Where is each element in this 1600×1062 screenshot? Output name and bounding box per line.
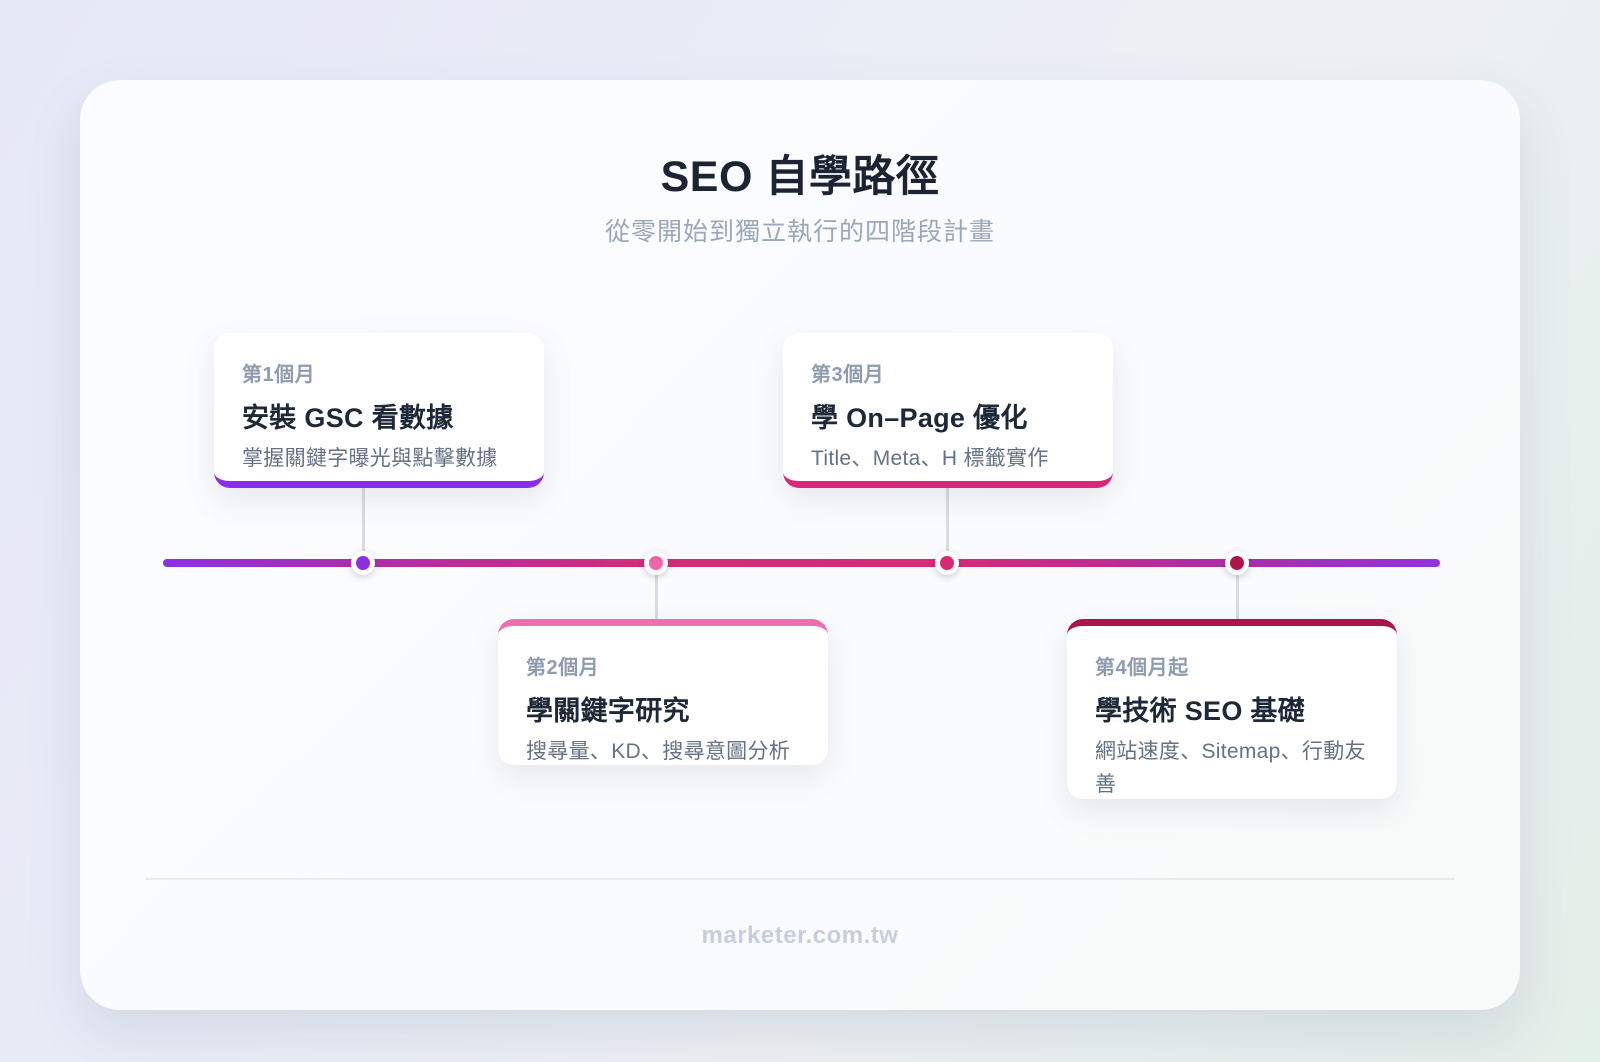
stage-card-4: 第4個月起 學技術 SEO 基礎 網站速度、Sitemap、行動友善 [1067,619,1397,799]
stage-3-period: 第3個月 [811,364,885,386]
stage-2-title: 學關鍵字研究 [526,696,690,726]
stage-3-description: Title、Meta、H 標籤實作 [811,447,1049,470]
timeline-dot-1-fill [356,556,370,570]
timeline-dot-3 [935,551,959,575]
timeline-dot-4-fill [1230,556,1244,570]
stage-4-title: 學技術 SEO 基礎 [1095,696,1306,726]
footer-divider [145,878,1455,880]
stage-card-2: 第2個月 學關鍵字研究 搜尋量、KD、搜尋意圖分析 [498,619,828,765]
stage-4-period: 第4個月起 [1095,657,1189,679]
connector-stage-3 [945,487,949,563]
stage-1-period: 第1個月 [242,364,316,386]
stage-card-3: 第3個月 學 On–Page 優化 Title、Meta、H 標籤實作 [783,333,1113,488]
page-title: SEO 自學路徑 [660,153,940,201]
stage-2-description: 搜尋量、KD、搜尋意圖分析 [526,740,791,763]
timeline-dot-3-fill [940,556,954,570]
timeline-dot-2-fill [649,556,663,570]
stage-4-description: 網站速度、Sitemap、行動友善 [1095,740,1366,796]
timeline-dot-2 [644,551,668,575]
page-subtitle: 從零開始到獨立執行的四階段計畫 [604,218,995,246]
connector-stage-1 [361,487,365,563]
stage-card-1: 第1個月 安裝 GSC 看數據 掌握關鍵字曝光與點擊數據 [214,333,544,488]
stage-3-title: 學 On–Page 優化 [811,403,1028,433]
infographic-panel: SEO 自學路徑 從零開始到獨立執行的四階段計畫 第1個月 安裝 GSC 看數據… [80,80,1520,1010]
timeline-dot-4 [1225,551,1249,575]
timeline-dot-1 [351,551,375,575]
connector-stage-2 [654,563,658,620]
stage-1-description: 掌握關鍵字曝光與點擊數據 [242,447,498,470]
footer-site-label: marketer.com.tw [701,922,899,949]
timeline-line [163,559,1440,567]
connector-stage-4 [1235,563,1239,620]
stage-1-title: 安裝 GSC 看數據 [242,403,454,433]
stage-2-period: 第2個月 [526,657,600,679]
